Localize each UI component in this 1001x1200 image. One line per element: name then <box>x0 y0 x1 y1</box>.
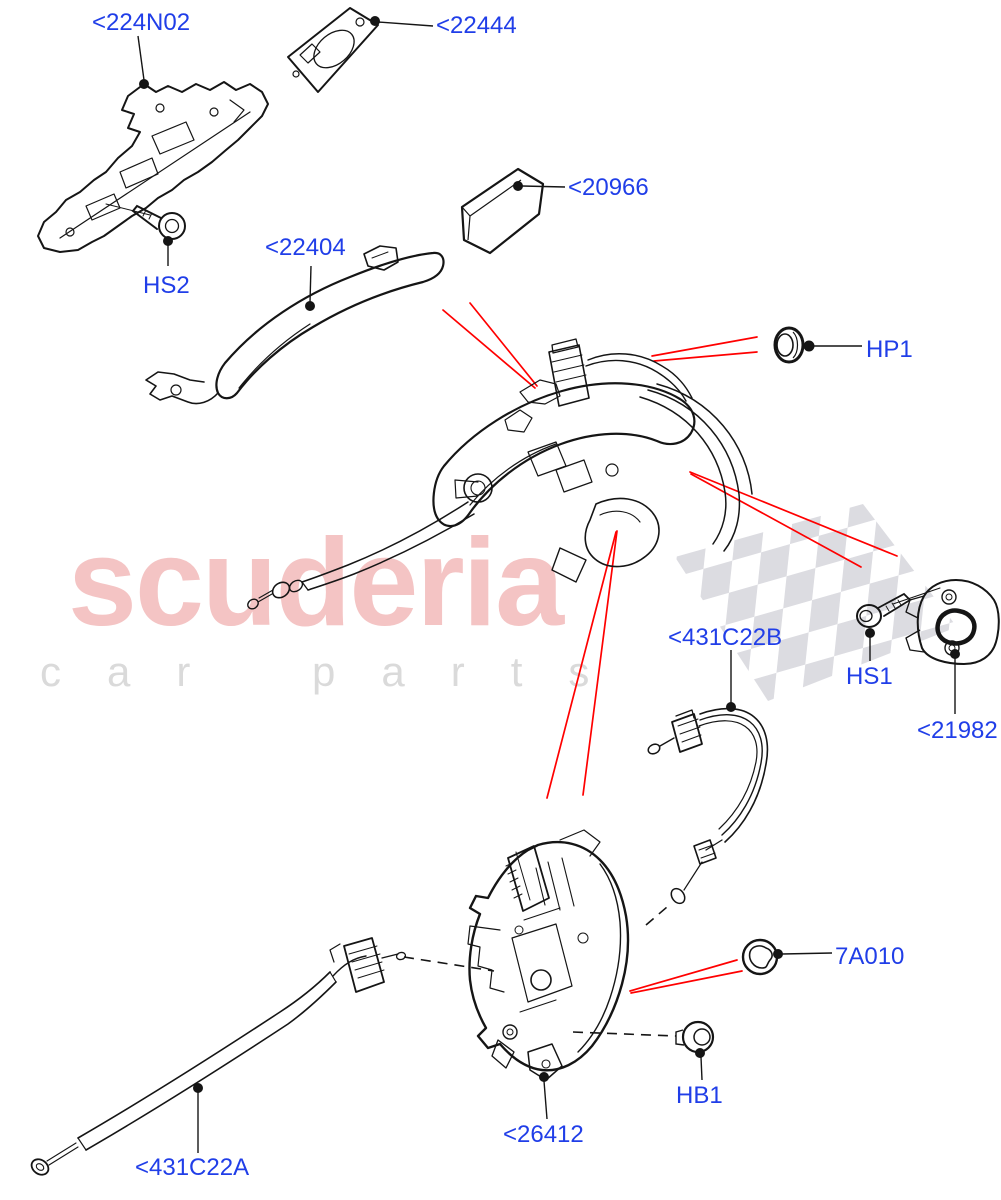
part-drawing-HB1-clip <box>675 1020 715 1054</box>
part-label-22404[interactable]: <22404 <box>265 234 346 261</box>
part-drawing-HP1-plug <box>773 326 805 364</box>
part-label-431C22A[interactable]: <431C22A <box>135 1154 250 1181</box>
checkered-flag-watermark <box>675 504 957 701</box>
part-drawing-7A010 <box>741 938 779 976</box>
part-label-HS2[interactable]: HS2 <box>143 272 190 299</box>
part-label-20966[interactable]: <20966 <box>568 174 649 201</box>
part-drawing-handle-assembly <box>247 338 753 610</box>
part-drawing-26412 <box>467 829 630 1081</box>
part-drawing-431C22B <box>647 707 769 905</box>
part-label-7A010[interactable]: 7A010 <box>835 943 905 970</box>
part-label-224N02[interactable]: <224N02 <box>92 9 191 36</box>
part-label-26412[interactable]: <26412 <box>503 1121 584 1148</box>
part-label-HB1[interactable]: HB1 <box>676 1082 723 1109</box>
leader-lines <box>137 16 960 1153</box>
part-drawing-224N02 <box>37 81 269 253</box>
assembly-dashed-lines <box>403 906 677 1037</box>
part-label-HS1[interactable]: HS1 <box>846 663 893 690</box>
watermark-subtitle: car parts <box>40 648 636 695</box>
part-drawing-22404 <box>145 245 445 405</box>
part-drawing-22444 <box>287 7 379 93</box>
part-drawing-21982 <box>905 579 1000 665</box>
part-label-22444[interactable]: <22444 <box>436 12 517 39</box>
part-label-21982[interactable]: <21982 <box>917 717 998 744</box>
part-label-431C22B[interactable]: <431C22B <box>668 624 783 651</box>
part-drawing-20966 <box>460 167 545 255</box>
part-label-HP1[interactable]: HP1 <box>866 336 913 363</box>
part-drawing-HS1-bolt <box>856 587 941 628</box>
part-drawing-431C22A <box>30 937 407 1176</box>
watermark-brand: scuderia <box>68 514 564 652</box>
